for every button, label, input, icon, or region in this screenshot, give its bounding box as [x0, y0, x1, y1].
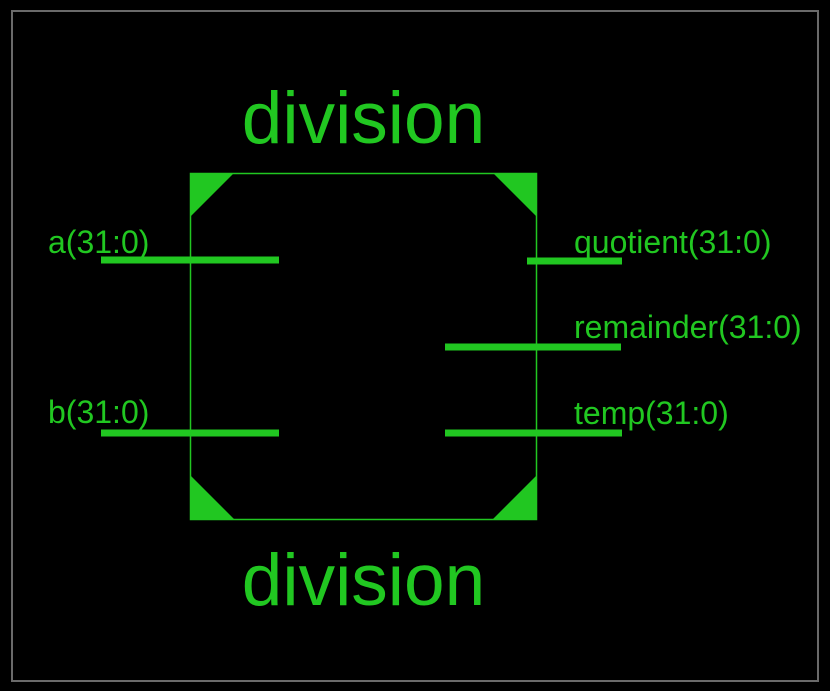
output-label-temp: temp(31:0): [574, 395, 729, 431]
schematic-frame: [11, 10, 819, 682]
corner-notch-bottom-right-icon: [493, 475, 537, 519]
module-title-top: division: [241, 78, 486, 159]
input-label-b: b(31:0): [48, 394, 150, 430]
output-label-quotient: quotient(31:0): [574, 224, 772, 260]
corner-notch-top-right-icon: [493, 173, 537, 217]
input-label-a: a(31:0): [48, 224, 150, 260]
corner-notch-top-left-icon: [190, 173, 234, 217]
corner-notch-bottom-left-icon: [190, 475, 234, 519]
module-title-bottom: division: [241, 540, 486, 621]
output-label-remainder: remainder(31:0): [574, 309, 802, 345]
